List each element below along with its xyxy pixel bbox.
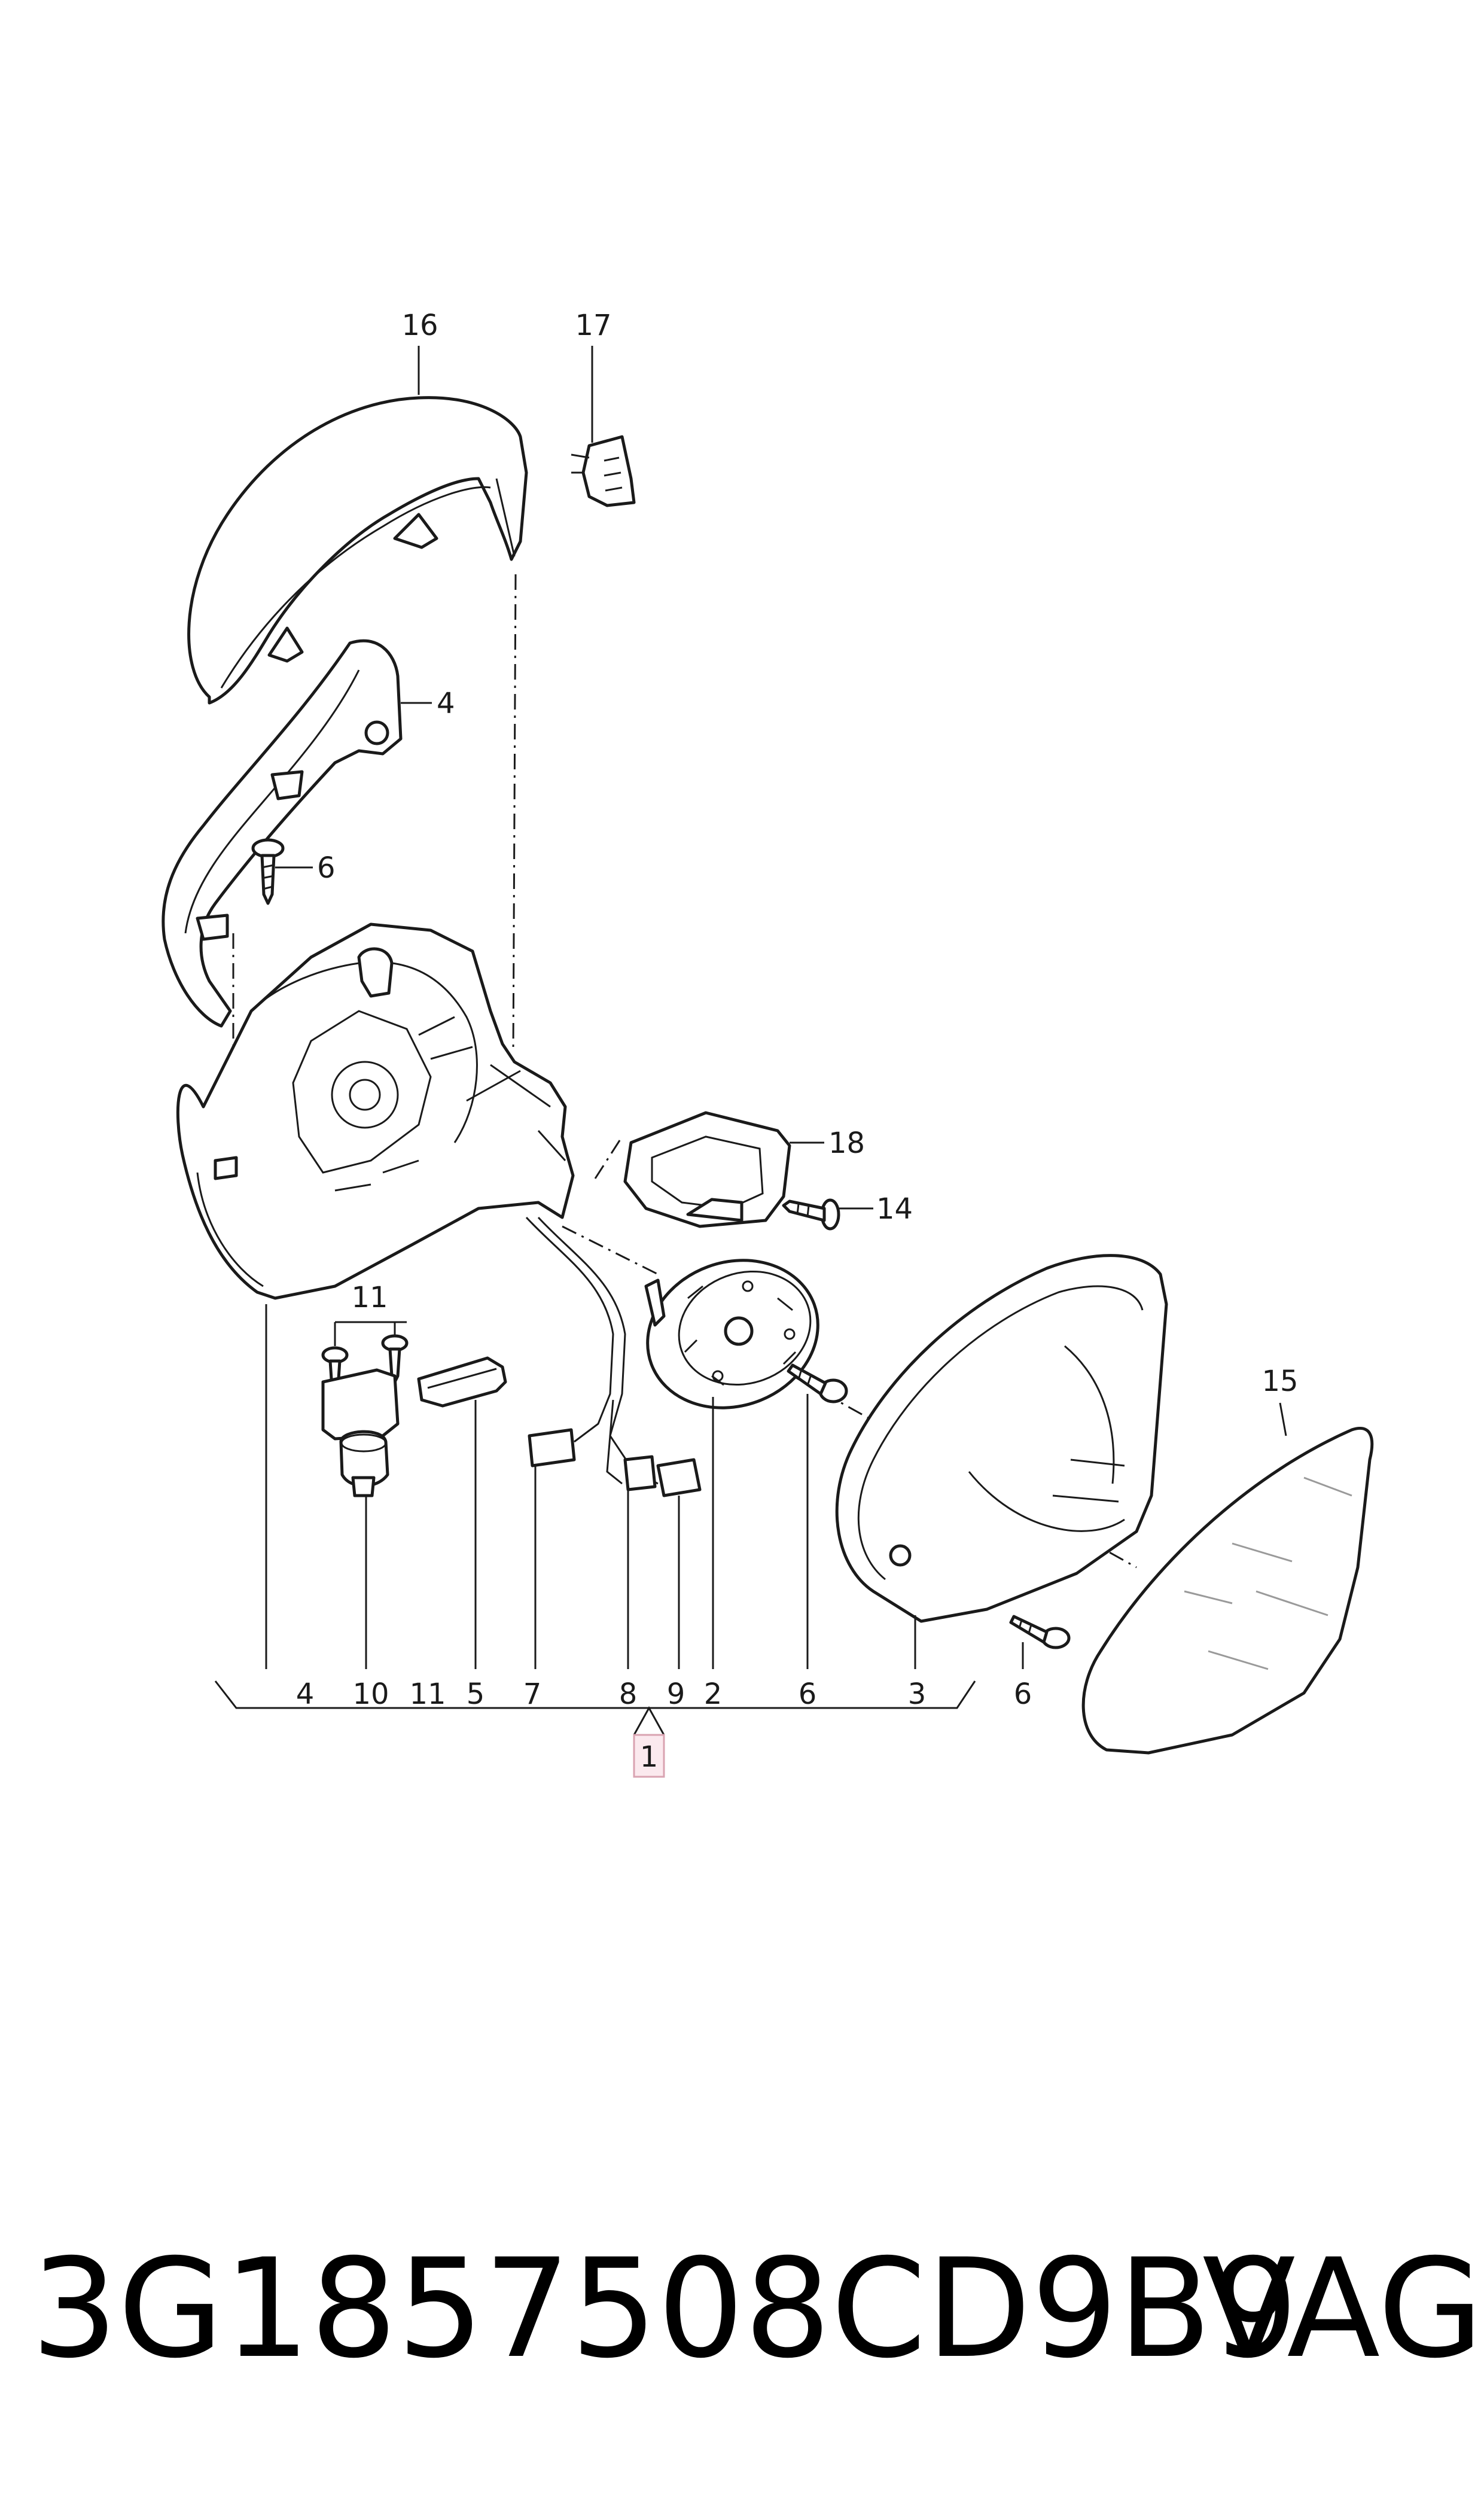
screw-14-part	[782, 1198, 840, 1231]
sensor-group-part	[321, 1334, 409, 1497]
callout-15: 15	[1261, 1365, 1298, 1398]
trim-frame-part	[623, 1111, 791, 1228]
bottom-row-label: 11	[409, 1677, 446, 1711]
callout-17: 17	[575, 309, 611, 342]
turn-signal-lamp-part	[161, 639, 403, 1028]
screw-mid-part	[787, 1363, 848, 1403]
bottom-row-label: 4	[296, 1677, 315, 1711]
adjustment-motor-part	[644, 1259, 819, 1409]
bottom-row-label: 10	[352, 1677, 389, 1711]
callout-11-top: 11	[351, 1281, 388, 1314]
bottom-row-label: 9	[667, 1677, 685, 1711]
connector-5-part	[417, 1356, 507, 1408]
callout-4-top: 4	[437, 687, 455, 720]
mirror-cap-part	[187, 396, 528, 705]
glass-carrier-part	[835, 1254, 1168, 1623]
callout-6-top: 6	[317, 851, 336, 885]
bottom-row-label: 6	[799, 1677, 817, 1711]
leader-lines	[214, 346, 1287, 1735]
bottom-row-label: 3	[908, 1677, 927, 1711]
wiring-harness-part	[525, 1216, 702, 1497]
screw-top-part	[251, 838, 285, 905]
bottom-row-label: 2	[704, 1677, 723, 1711]
bottom-row-label: 7	[523, 1677, 542, 1711]
bottom-row-label: 8	[619, 1677, 638, 1711]
brand-caption: VAG	[1202, 2229, 1484, 2388]
callout-16: 16	[401, 309, 438, 342]
callout-14: 14	[876, 1192, 913, 1226]
mirror-housing-part	[176, 922, 575, 1300]
callout-6-right: 6	[1014, 1677, 1032, 1711]
callout-labels: 16 17 4 6 18 14 11 15 6 4 10 11 5 7 8 9 …	[296, 309, 1299, 1778]
bottom-row-label: 5	[467, 1677, 485, 1711]
assembly-number-box	[633, 1734, 665, 1778]
callout-18: 18	[828, 1126, 865, 1160]
mirror-glass-part	[1081, 1427, 1374, 1755]
screw-bottom-right-part	[1009, 1615, 1071, 1649]
callout-1-assembly: 1	[640, 1740, 659, 1774]
part-number-caption: 3G1857508CD9B9	[31, 2229, 1299, 2388]
clip-part	[571, 435, 636, 507]
